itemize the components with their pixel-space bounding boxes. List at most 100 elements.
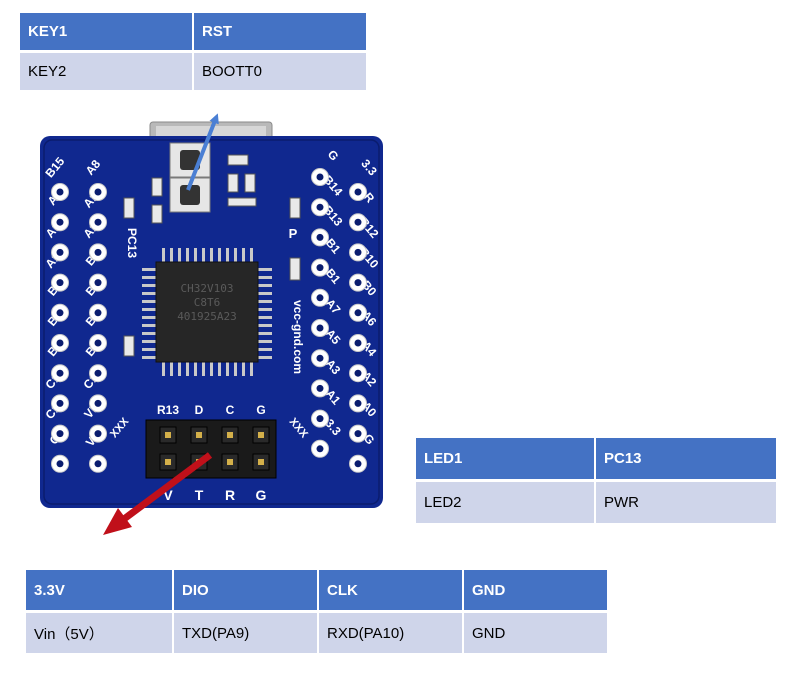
pad-left-outer-hole xyxy=(56,188,64,196)
header-pin-socket xyxy=(159,453,177,471)
pad-left-inner xyxy=(89,424,107,443)
pad-left-inner xyxy=(89,364,107,383)
arrow-to-pin-header-head xyxy=(103,508,132,535)
chip-pin xyxy=(210,362,213,376)
silk-label-right-outer: G xyxy=(361,431,378,447)
keys-header-rst: RST xyxy=(194,13,366,50)
chip-pin xyxy=(258,276,272,279)
pad-right-inner xyxy=(311,168,329,186)
usb-connector-shine xyxy=(156,126,266,136)
pad-left-inner-hole xyxy=(94,188,102,196)
chip-pin xyxy=(258,316,272,319)
pad-right-outer xyxy=(349,424,367,443)
pad-left-inner-hole xyxy=(94,430,102,438)
label-pc13: PC13 xyxy=(125,228,139,258)
pad-left-outer xyxy=(51,273,69,292)
silk-label-left-outer: A11 xyxy=(43,215,68,241)
pad-right-outer xyxy=(349,273,367,292)
chip-pin xyxy=(258,348,272,351)
chip-pin xyxy=(194,362,197,376)
pad-left-outer xyxy=(51,213,69,232)
pad-left-outer-hole xyxy=(56,460,64,468)
chip-pin xyxy=(178,248,181,262)
pin-header-3v3: 3.3V xyxy=(26,570,172,610)
led-cell-pwr: PWR xyxy=(596,482,776,523)
pad-left-inner-hole xyxy=(94,460,102,468)
pad-left-outer-hole xyxy=(56,218,64,226)
pad-right-outer xyxy=(349,334,367,352)
chip-pin xyxy=(226,248,229,262)
led-table-header: LED1 PC13 xyxy=(416,438,776,479)
pin-header-pins xyxy=(159,426,270,471)
arrow-to-pin-header xyxy=(117,452,213,525)
pad-right-outer-hole xyxy=(354,248,362,256)
silk-label-right-outer: A2 xyxy=(359,368,380,389)
header-top-label: D xyxy=(195,403,204,417)
pad-right-inner-hole xyxy=(316,445,324,453)
pad-left-inner xyxy=(89,454,107,473)
silk-label-right-outer: B12 xyxy=(357,215,382,241)
header-top-label: R13 xyxy=(157,403,179,417)
led-header-pc13: PC13 xyxy=(596,438,776,479)
pin-header-gnd: GND xyxy=(464,570,607,610)
pad-right-inner xyxy=(311,439,329,458)
pin-cell-vin: Vin（5V） xyxy=(26,613,172,653)
usb-connector xyxy=(149,121,273,145)
silk-label-right-inner: 3.3 xyxy=(322,416,344,438)
header-top-label: G xyxy=(256,403,265,417)
header-pin-socket xyxy=(159,426,177,444)
smd-components xyxy=(123,154,301,357)
chip-line-3: 401925A23 xyxy=(177,310,237,323)
silk-label-left-inner: A12 xyxy=(80,215,105,241)
pad-left-inner-hole xyxy=(94,218,102,226)
chip-pin xyxy=(142,284,156,287)
mcu-chip xyxy=(155,261,259,363)
chip-line-1: CH32V103 xyxy=(181,282,234,295)
chip-pin xyxy=(186,248,189,262)
chip-pin xyxy=(250,362,253,376)
header-bottom-label: G xyxy=(256,487,267,503)
chip-pin xyxy=(162,362,165,376)
pad-right-outer-hole xyxy=(354,399,362,407)
pad-right-outer xyxy=(349,364,367,383)
silk-label-left-inner: V8 xyxy=(83,429,103,449)
label-xxx-right: XXX xyxy=(287,416,311,441)
chip-pin xyxy=(210,248,213,262)
pad-left-inner xyxy=(89,303,107,322)
pad-right-outer xyxy=(349,303,367,322)
pad-right-outer xyxy=(349,243,367,262)
chip-pin xyxy=(170,248,173,262)
pad-right-inner-hole xyxy=(316,173,324,181)
pad-left-outer xyxy=(51,424,69,443)
silk-label-left-outer: G xyxy=(47,431,64,447)
led-cell-led2: LED2 xyxy=(416,482,594,523)
boot-button-housing xyxy=(169,177,211,213)
silk-label-right-inner: A1 xyxy=(323,387,344,408)
pad-left-inner xyxy=(89,273,107,292)
pin-cell-gnd: GND xyxy=(464,613,607,653)
chip-pin xyxy=(250,248,253,262)
chip-pin xyxy=(142,340,156,343)
pad-left-inner-hole xyxy=(94,339,102,347)
header-bottom-label: R xyxy=(225,487,235,503)
header-pin-socket xyxy=(190,453,208,471)
chip-pin xyxy=(226,362,229,376)
pad-right-outer-hole xyxy=(354,218,362,226)
chip-pin xyxy=(242,362,245,376)
chip-pin xyxy=(258,284,272,287)
pad-right-inner xyxy=(311,409,329,428)
label-website: vcc-gnd.com xyxy=(291,300,305,374)
silk-label-right-inner: A5 xyxy=(323,326,344,347)
pin-header-clk: CLK xyxy=(319,570,462,610)
pad-left-inner xyxy=(89,213,107,232)
pad-right-inner xyxy=(311,379,329,398)
header-pin-socket xyxy=(221,426,239,444)
chip-pin xyxy=(258,268,272,271)
silk-label-left-outer: B8 xyxy=(45,338,66,359)
silk-label-right-inner: A3 xyxy=(323,356,344,377)
pad-right-inner-hole xyxy=(316,384,324,392)
pad-left-outer xyxy=(51,183,69,201)
pad-right-outer-hole xyxy=(354,460,362,468)
